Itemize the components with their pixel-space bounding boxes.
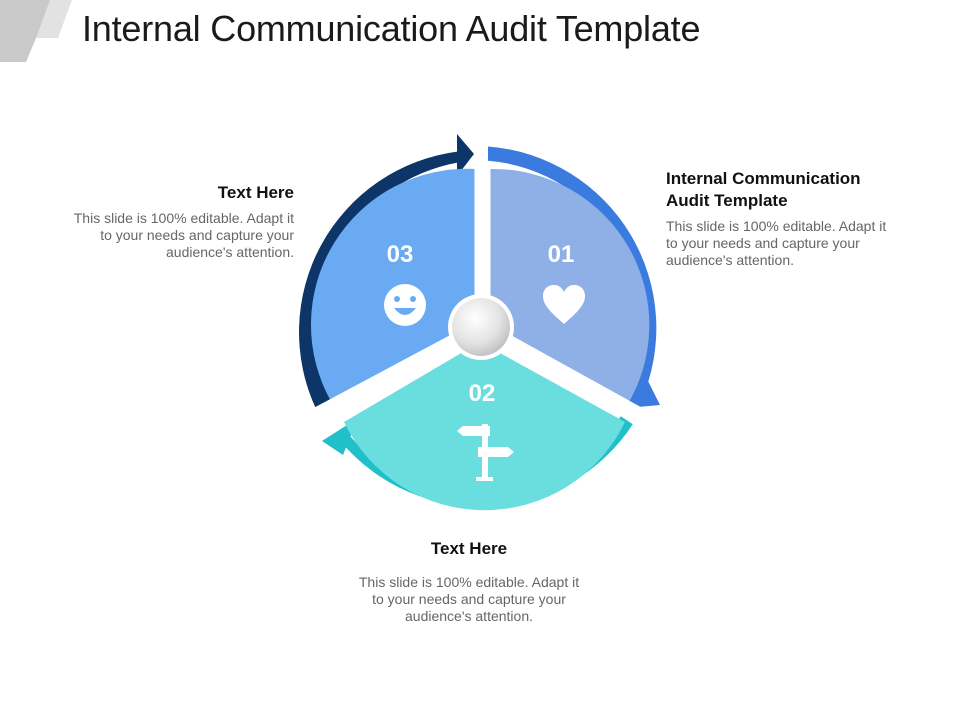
text-block-right-body: This slide is 100% editable. Adapt it to… bbox=[666, 218, 887, 268]
text-block-left: Text Here This slide is 100% editable. A… bbox=[70, 182, 294, 261]
center-hub-ball bbox=[452, 298, 510, 356]
signpost-icon bbox=[457, 424, 514, 481]
text-block-bottom-heading: Text Here bbox=[430, 539, 508, 558]
smiley-icon bbox=[384, 284, 426, 326]
arrow-03 bbox=[299, 151, 458, 411]
segment-02-number: 02 bbox=[469, 380, 496, 407]
text-block-bottom: Text Here This slide is 100% editable. A… bbox=[354, 538, 584, 625]
page-title: Internal Communication Audit Template bbox=[82, 8, 701, 49]
text-block-right: Internal Communication Audit Template Th… bbox=[666, 168, 892, 269]
text-block-bottom-body: This slide is 100% editable. Adapt it to… bbox=[358, 574, 580, 624]
text-block-left-heading: Text Here bbox=[217, 183, 294, 202]
segment-01-number: 01 bbox=[548, 241, 575, 268]
segment-03-number: 03 bbox=[387, 241, 414, 268]
arrow-03-head bbox=[457, 134, 474, 176]
corner-decoration bbox=[0, 0, 72, 62]
text-block-right-heading: Internal Communication Audit Template bbox=[666, 169, 861, 210]
heart-icon bbox=[543, 285, 585, 324]
text-block-left-body: This slide is 100% editable. Adapt it to… bbox=[73, 210, 294, 260]
